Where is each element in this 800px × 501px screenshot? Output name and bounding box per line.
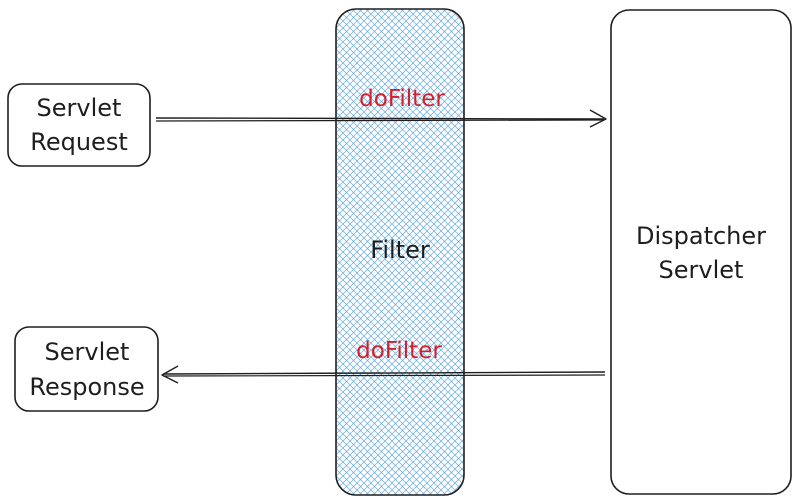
filter-box: Filter [335, 8, 465, 496]
filter-label: Filter [370, 236, 430, 264]
dispatcher-servlet-label-line1: Dispatcher [636, 222, 766, 250]
servlet-request-box: Servlet Request [7, 83, 151, 167]
servlet-response-label-line1: Servlet [45, 338, 130, 366]
dispatcher-servlet-label-line2: Servlet [659, 256, 744, 284]
response-dofilter-label: doFilter [356, 338, 442, 364]
dispatcher-servlet-box: Dispatcher Servlet [610, 9, 792, 495]
servlet-response-box: Servlet Response [14, 326, 159, 412]
servlet-request-label-line2: Request [30, 128, 128, 156]
servlet-response-label-line2: Response [29, 373, 144, 401]
response-arrow: doFilter [161, 338, 606, 384]
request-dofilter-label: doFilter [359, 86, 445, 112]
request-arrow: doFilter [155, 86, 607, 128]
servlet-request-label-line1: Servlet [37, 94, 122, 122]
